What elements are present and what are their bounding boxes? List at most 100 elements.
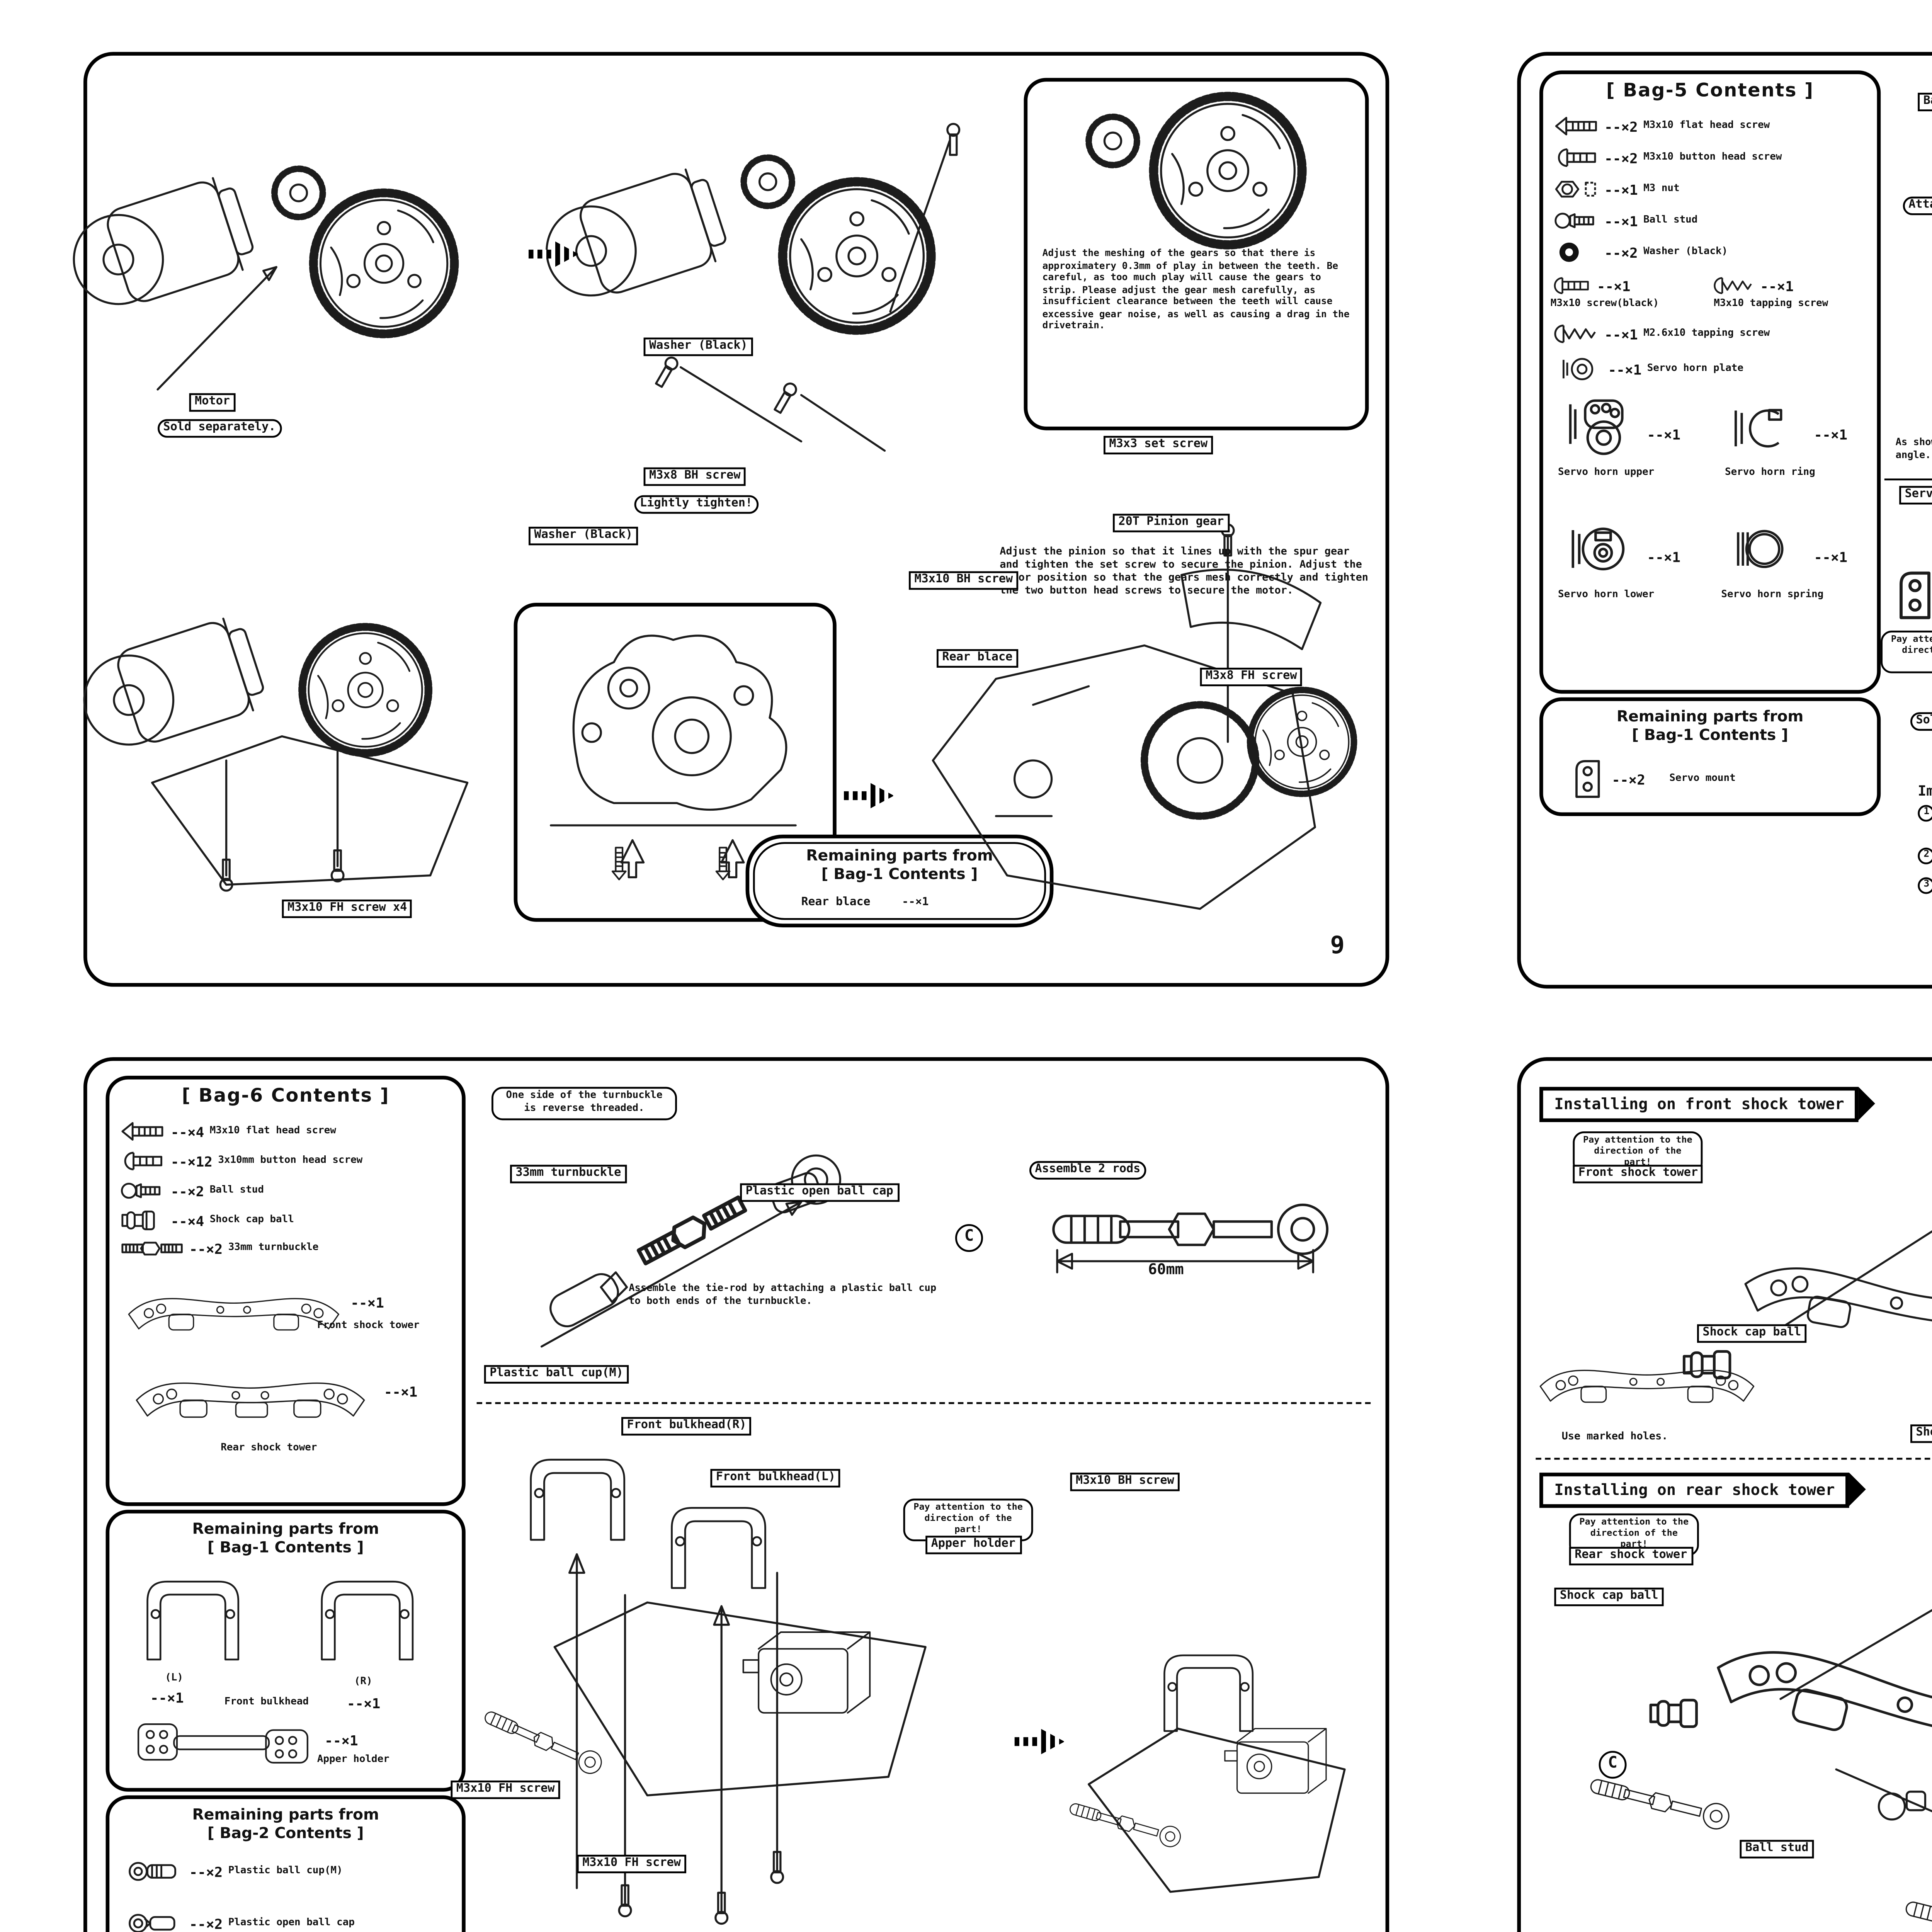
part-qty: --×1: [350, 1294, 384, 1311]
servo-mount-label: Servo mount: [1899, 486, 1932, 505]
part-qty: --×4: [170, 1123, 204, 1140]
part-name: Servo horn upper: [1558, 467, 1655, 479]
lr-mark: (R): [354, 1677, 372, 1688]
bag5-contents-box: [ Bag-5 Contents ] --×2 M3x10 flat head s…: [1539, 70, 1881, 694]
part-qty: --×2: [1612, 770, 1645, 787]
front-bulkhead-l-label: Front bulkhead(L): [710, 1469, 841, 1488]
upper-holder-icon: [137, 1723, 308, 1764]
remaining-title2: [ Bag-2 Contents ]: [207, 1823, 364, 1842]
remaining-title2: [ Bag-1 Contents ]: [1632, 725, 1788, 744]
m3x10-fh-screw-x4-label: M3x10 FH screw x4: [282, 900, 413, 919]
attach-at-angle-label: Attach at an angle!: [1903, 196, 1932, 216]
attach-ring-note: As shown in the illustration, attach the…: [1895, 437, 1932, 462]
turnbuckle-33-label: 33mm turnbuckle: [510, 1165, 627, 1184]
assemble-2-rods-label: Assemble 2 rods: [1029, 1161, 1146, 1180]
tie-rod-exploded-illustration: [540, 1154, 842, 1348]
page-number: 9: [1330, 933, 1345, 961]
nut-icon: [1554, 178, 1599, 201]
remaining-title: Remaining parts from: [192, 1519, 379, 1538]
part-name: M2.6x10 tapping screw: [1643, 328, 1770, 339]
part-name: Servo horn plate: [1647, 363, 1743, 374]
shock-cap-ball-label: Shock cap ball: [1697, 1324, 1807, 1344]
item-number: 1: [1918, 805, 1932, 823]
motor-gear-assembly-illustration: [106, 93, 523, 391]
m3x8-bh-screw-label: M3x8 BH screw: [643, 467, 747, 487]
part-name: M3 nut: [1643, 183, 1680, 195]
button-head-screw-icon: [1554, 146, 1599, 169]
m3x10-bh-screw-label: M3x10 BH screw: [909, 571, 1019, 591]
gear-mesh-inset-box: Adjust the meshing of the gears so that …: [1024, 78, 1369, 430]
part-name: Servo horn spring: [1721, 590, 1824, 601]
rear-shock-tower-icon: [136, 1382, 365, 1418]
chassis-rear-assembly-illustration: [903, 519, 1367, 964]
rear-blace-label: Rear blace: [937, 649, 1018, 668]
part-qty: --×2: [189, 1863, 223, 1880]
part-qty: --×1: [1604, 181, 1638, 198]
part-qty: --×1: [1604, 325, 1638, 342]
bag5-title: [ Bag-5 Contents ]: [1606, 82, 1814, 102]
flat-head-screw-icon: [1554, 115, 1599, 138]
c-mark: C: [1599, 1751, 1627, 1779]
part-qty: --×1: [902, 896, 929, 909]
m3x3-set-screw-label: M3x3 set screw: [1104, 436, 1213, 455]
tapping-screw-icon: [1554, 323, 1599, 345]
plastic-open-ball-cap-label: Plastic open ball cap: [740, 1183, 899, 1203]
use-marked-holes-note: Use marked holes.: [1561, 1432, 1668, 1443]
motor-chassis-assembly-illustration: [115, 560, 469, 922]
front-bulkhead-right-icon: [306, 1565, 429, 1669]
ball-stud-icon: [1554, 209, 1599, 232]
part-name: Washer (black): [1643, 246, 1728, 258]
bag1-remaining-box: Remaining parts from [ Bag-1 Contents ] …: [1539, 697, 1881, 816]
m3x8-fh-screw-label: M3x8 FH screw: [1200, 668, 1303, 687]
part-qty: --×2: [1604, 244, 1638, 261]
m3x10-bh-screw-label: M3x10 BH screw: [1070, 1473, 1180, 1492]
m3x10-fh-screw-label: M3x10 FH screw: [577, 1855, 687, 1874]
shock-cap-ball-label: Shock cap ball: [1554, 1587, 1664, 1607]
rod-length-dim: 60mm: [1148, 1261, 1184, 1278]
assembled-rod-illustration: [1005, 1198, 1358, 1274]
part-name: Plastic ball cup(M): [228, 1865, 343, 1877]
part-qty: --×1: [1647, 549, 1681, 566]
tapping-screw-icon: [1714, 274, 1755, 297]
part-name: M3x10 flat head screw: [1643, 120, 1770, 131]
servo-horn-lower-icon: [1565, 519, 1636, 579]
ball-stud-icon: [121, 1180, 165, 1202]
item-number: 2: [1918, 847, 1932, 865]
m3x10-fh-screw-label: M3x10 FH screw: [451, 1781, 560, 1800]
part-name: Servo mount: [1669, 773, 1736, 784]
important-notes: Important! 1Attach the servo horn to the…: [1918, 783, 1932, 907]
button-head-screw-icon: [121, 1150, 165, 1172]
part-qty: --×2: [189, 1915, 223, 1932]
part-name: Shock cap ball: [209, 1214, 294, 1226]
gear-mesh-note: Adjust the meshing of the gears so that …: [1042, 248, 1350, 332]
black-screw-icon: [1551, 274, 1592, 297]
part-qty: --×1: [1814, 427, 1848, 444]
part-qty: --×12: [170, 1153, 213, 1170]
pinion-adjust-note: Adjust the pinion so that it lines up wi…: [1000, 547, 1368, 598]
front-bulkhead-left-icon: [132, 1565, 254, 1669]
step-arrow-icon: [529, 241, 579, 267]
motor-label: Motor: [189, 393, 236, 413]
part-qty: --×1: [1760, 277, 1794, 294]
part-qty: --×4: [170, 1212, 204, 1229]
remaining-title2: [ Bag-1 Contents ]: [207, 1537, 364, 1556]
plastic-open-ball-cap-icon: [128, 1910, 184, 1932]
part-name: Front shock tower: [317, 1320, 420, 1332]
part-qty: --×1: [384, 1383, 418, 1401]
remaining-title: Remaining parts from: [806, 845, 993, 864]
part-qty: --×1: [1604, 212, 1638, 229]
ball-stud-label: Ball stud: [1740, 1840, 1814, 1859]
part-name: M3x10 flat head screw: [209, 1125, 336, 1137]
washer-black-label: Washer (Black): [529, 527, 638, 546]
part-name: Rear shock tower: [221, 1443, 317, 1454]
rear-shock-tower-header: Installing on rear shock tower: [1539, 1473, 1867, 1508]
front-shock-tower-label: Front shock tower: [1573, 1165, 1704, 1184]
part-name: 33mm turnbuckle: [228, 1243, 319, 1255]
step-arrow-icon: [844, 782, 894, 809]
servo-horn-plate-icon: [1554, 356, 1602, 382]
page-10: [ Bag-5 Contents ] --×2 M3x10 flat head s…: [1517, 52, 1932, 989]
part-qty: --×2: [1604, 117, 1638, 134]
sold-separately-label: Sold separately.: [1910, 712, 1932, 732]
